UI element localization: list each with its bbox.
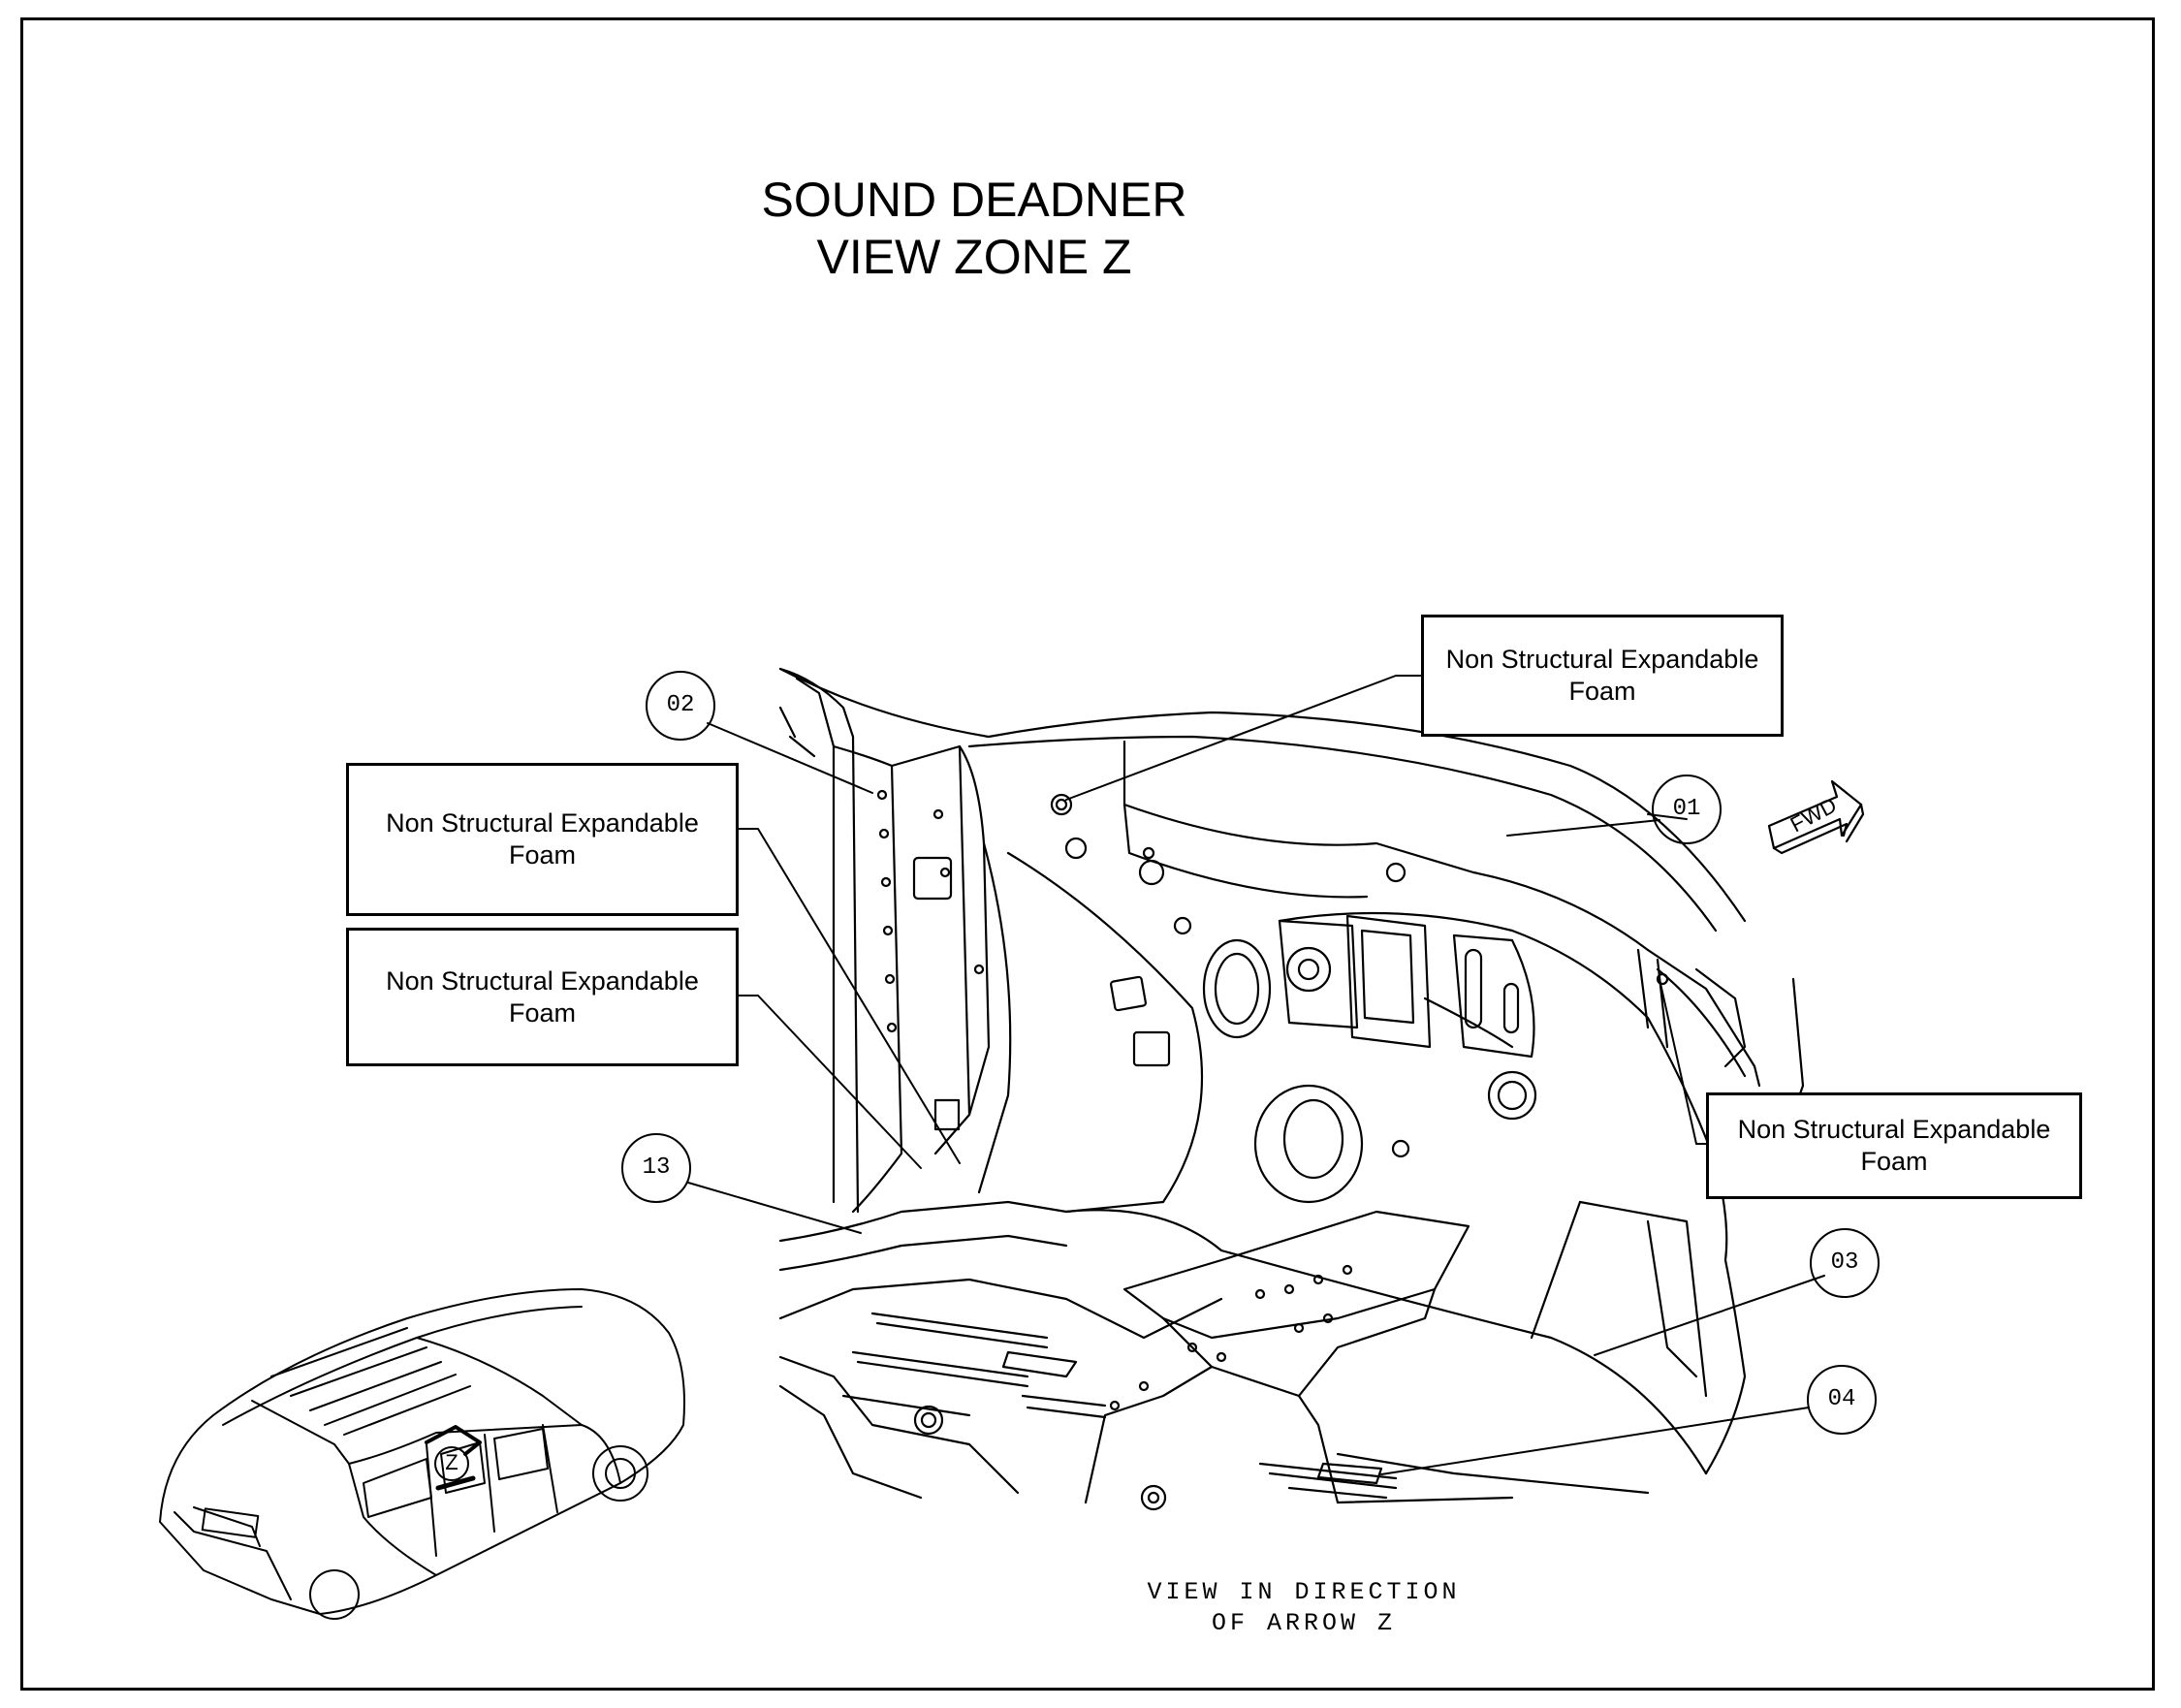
drawing-title-line2: VIEW ZONE Z: [816, 230, 1132, 284]
foam-label-left-lower-line2: Foam: [508, 997, 577, 1028]
leader-03: [1594, 1275, 1825, 1356]
foam-label-left-lower: Non Structural Expandable Foam: [346, 928, 739, 1066]
leader-lines: [687, 675, 1825, 1475]
callout-label-03: 03: [1830, 1249, 1859, 1276]
leader-foam-left2: [738, 995, 922, 1169]
foam-label-right-line1: Non Structural Expandable: [1737, 1115, 2051, 1144]
callout-label-02: 02: [666, 692, 695, 718]
callout-circle-01: [1652, 775, 1722, 844]
leader-04: [1380, 1407, 1810, 1475]
drawing-title-line1: SOUND DEADNER: [761, 173, 1187, 227]
foam-label-left-upper-line2: Foam: [508, 840, 577, 870]
callout-circle-02: [646, 671, 715, 741]
foam-label-left-lower-line1: Non Structural Expandable: [386, 965, 699, 996]
foam-label-right-line2: Foam: [1860, 1147, 1928, 1176]
view-marker-circle: [434, 1446, 469, 1481]
callout-circle-04: [1807, 1365, 1877, 1435]
callout-label-13: 13: [642, 1154, 671, 1181]
view-caption-line1: VIEW IN DIRECTION: [1147, 1578, 1461, 1606]
drawing-border: [20, 17, 2155, 1691]
foam-label-left-upper: Non Structural Expandable Foam: [346, 763, 739, 916]
view-caption-line2: OF ARROW Z: [1211, 1609, 1397, 1637]
foam-label-top: Non Structural Expandable Foam: [1421, 615, 1784, 737]
callout-label-04: 04: [1827, 1386, 1856, 1412]
vehicle-thumbnail: [159, 1288, 685, 1620]
body-in-white-view: [778, 667, 1805, 1511]
leader-02: [707, 722, 873, 794]
leader-13: [687, 1182, 862, 1234]
foam-label-right: Non Structural Expandable Foam: [1706, 1092, 2082, 1199]
callout-circles: [621, 671, 1880, 1435]
view-marker-label: Z: [445, 1450, 458, 1474]
foam-label-top-line2: Foam: [1568, 677, 1636, 706]
leader-foam-top: [1065, 675, 1422, 801]
callout-label-01: 01: [1672, 796, 1701, 822]
leader-foam-left1: [738, 828, 961, 1164]
fwd-arrow-icon: [1767, 779, 1865, 855]
leader-foam-right: [1659, 978, 1707, 1145]
callout-circle-13: [621, 1133, 691, 1203]
foam-label-top-line1: Non Structural Expandable: [1445, 645, 1759, 674]
callout-circle-03: [1810, 1228, 1880, 1298]
leader-01: [1506, 819, 1660, 837]
foam-label-left-upper-line1: Non Structural Expandable: [386, 808, 699, 838]
